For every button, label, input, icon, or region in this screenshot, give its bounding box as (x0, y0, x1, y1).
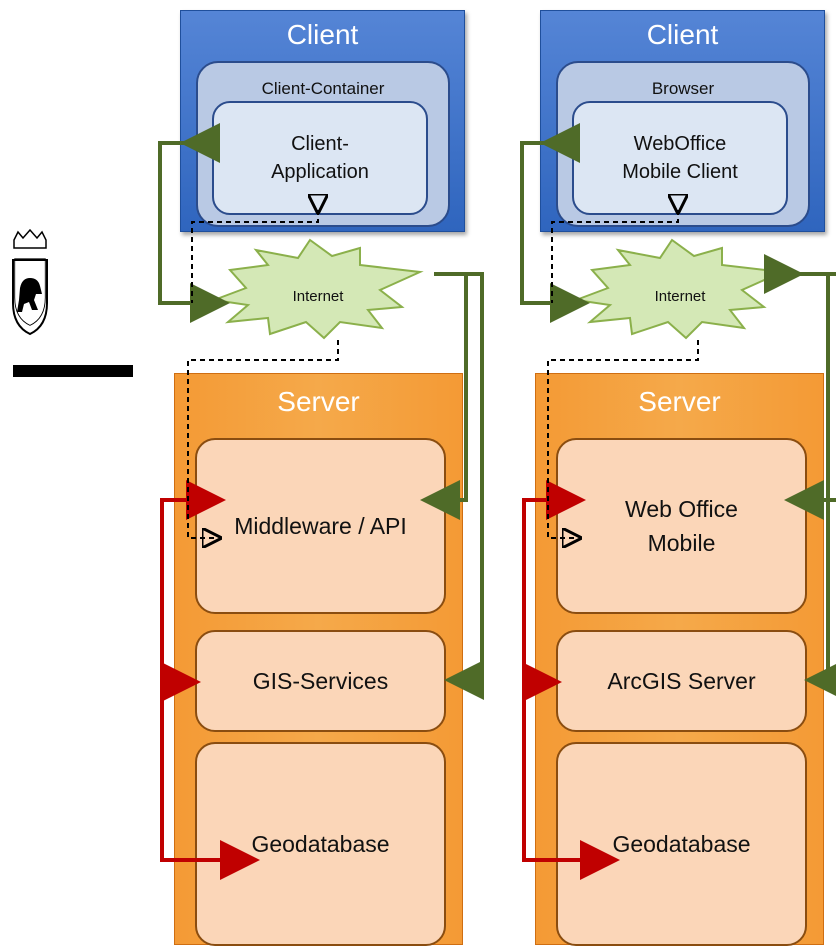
app-label-line1: WebOffice (633, 133, 727, 155)
dashed-link-client (191, 210, 318, 303)
client-container: Client-Container Client- Application (196, 61, 450, 227)
dashed-link-server-2 (547, 340, 699, 538)
client-panel-1: Client Client-Container Client- Applicat… (180, 10, 465, 232)
internet-label-1: Internet (292, 288, 344, 305)
service-arcgis: ArcGIS Server (556, 630, 807, 732)
client-title: Client (646, 19, 719, 50)
green-link-internet-middleware (420, 272, 468, 520)
service-label: Middleware / API (234, 513, 407, 539)
app-label-line1: Client- (291, 133, 349, 155)
app-label-line2: Mobile Client (622, 161, 738, 183)
dashed-link-server (187, 340, 339, 538)
service-gis: GIS-Services (195, 630, 446, 732)
server-title: Server (638, 386, 721, 417)
client-title: Client (286, 19, 359, 50)
dashed-link-client-2 (551, 210, 678, 303)
service-web-office-mobile: Web Office Mobile (556, 438, 807, 614)
server-title: Server (277, 386, 360, 417)
service-label-2: Mobile (647, 530, 716, 556)
bern-coat-of-arms-logo (12, 228, 48, 336)
webapp-client: WebOffice Mobile Client (572, 101, 788, 215)
logo-bar (13, 365, 133, 377)
green-link-internet-gis (444, 272, 484, 700)
container-label: Browser (651, 79, 715, 98)
service-middleware: Middleware / API (195, 438, 446, 614)
internet-cloud-2 (575, 238, 786, 340)
app-label-line2: Application (271, 161, 369, 183)
container-label: Client-Container (261, 79, 385, 98)
service-label: Web Office (625, 496, 738, 522)
internet-label-2: Internet (654, 288, 706, 305)
internet-cloud-1 (213, 238, 424, 340)
